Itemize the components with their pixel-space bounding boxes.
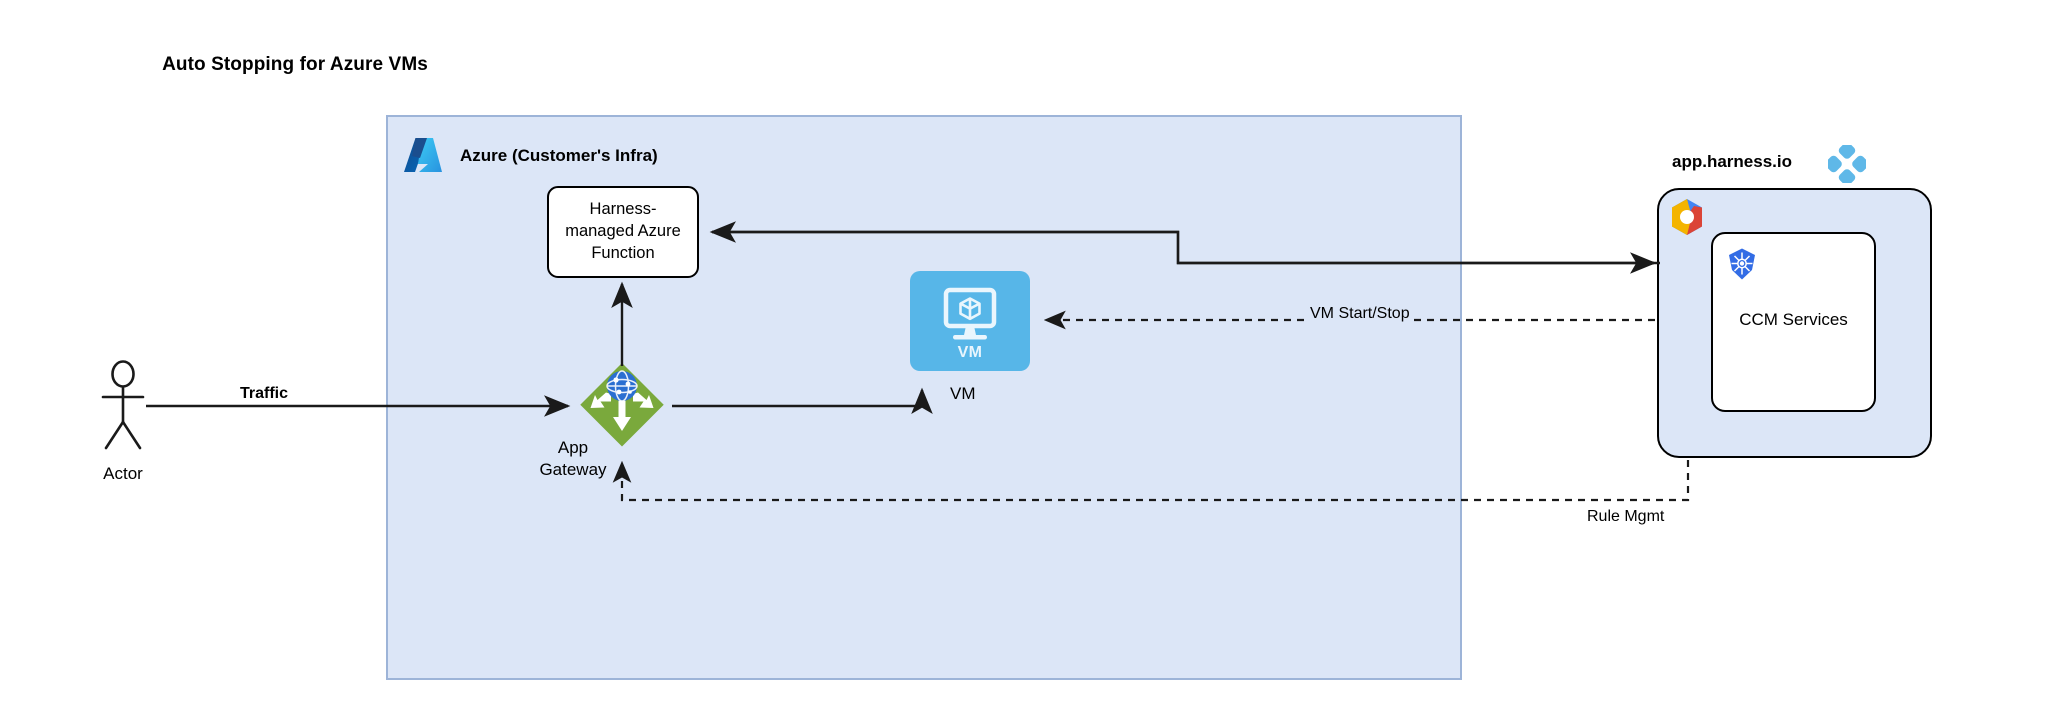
ccm-services-label: CCM Services	[1739, 310, 1848, 329]
vm-node-label: VM	[950, 384, 976, 403]
app-gateway-label-line2: Gateway	[539, 460, 607, 480]
harness-panel-title: app.harness.io	[1672, 152, 1792, 171]
azure-function-label-line2: managed Azure	[565, 222, 681, 241]
azure-container-label: Azure (Customer's Infra)	[460, 146, 658, 165]
actor-label: Actor	[103, 464, 143, 483]
azure-function-label-line1: Harness-	[589, 200, 657, 219]
kubernetes-icon	[1729, 248, 1755, 280]
vm-node[interactable]: VM	[910, 271, 1030, 371]
vm-tile-text: VM	[957, 344, 983, 361]
harness-managed-azure-function-node[interactable]: Harness- managed Azure Function	[547, 186, 699, 278]
azure-function-label: Harness- managed Azure Function	[559, 199, 687, 264]
harness-logo-icon	[1828, 145, 1866, 183]
app-gateway-label-line1: App	[557, 438, 589, 457]
ccm-services-node[interactable]: CCM Services	[1711, 232, 1876, 412]
azure-function-label-line3: Function	[591, 243, 655, 262]
gcp-hexagon-icon	[1672, 199, 1702, 235]
page-title: Auto Stopping for Azure VMs	[162, 54, 428, 75]
actor-stick-figure-icon[interactable]	[92, 360, 154, 452]
edge-label-traffic: Traffic	[240, 385, 289, 402]
app-gateway-label: App Gateway	[513, 437, 633, 481]
edge-label-vm-start-stop: VM Start/Stop	[1306, 305, 1414, 323]
azure-logo-icon	[404, 138, 442, 172]
edge-label-rule-mgmt: Rule Mgmt	[1587, 508, 1665, 525]
app-gateway-icon[interactable]	[578, 361, 666, 449]
vm-monitor-cube-icon	[943, 287, 997, 340]
